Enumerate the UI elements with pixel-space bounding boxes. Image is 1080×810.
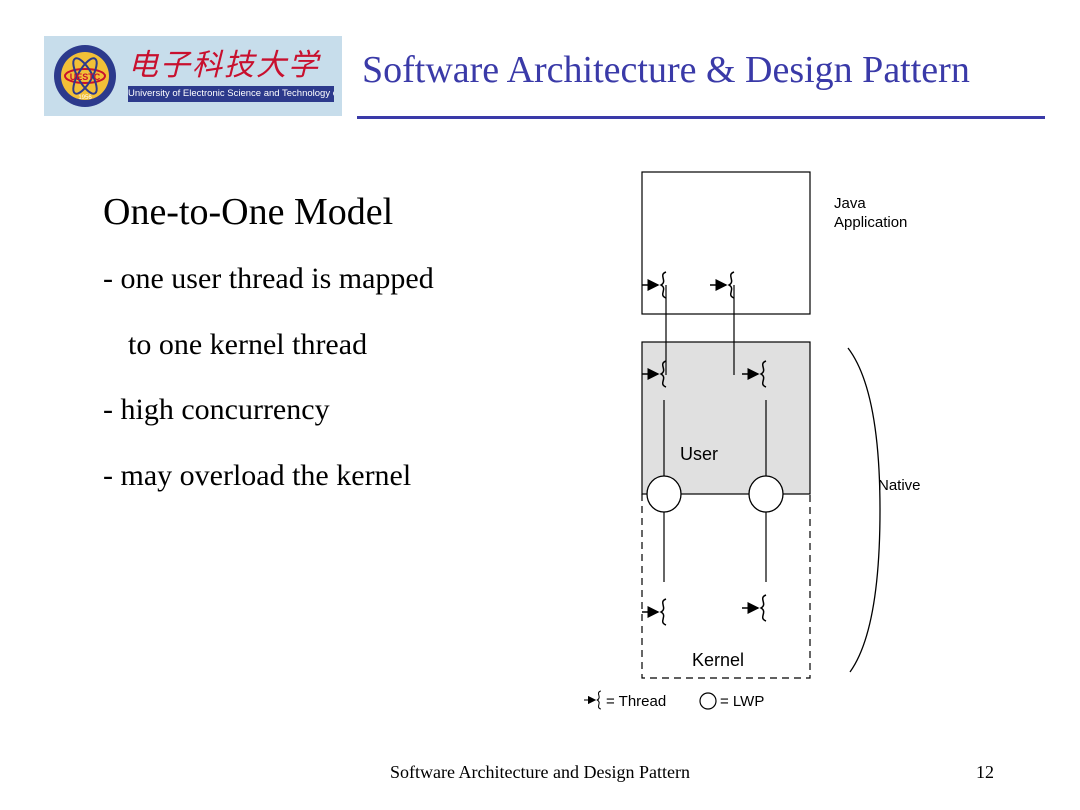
bullet-item-continued: to one kernel thread [128,328,368,361]
slide-heading: One-to-One Model [103,191,394,233]
svg-text:UESTC: UESTC [70,72,101,82]
lwp-circle-icon [646,475,682,513]
legend-lwp-label: = LWP [720,693,764,710]
user-region-box [641,341,811,495]
kernel-thread-icon [642,599,666,625]
java-application-box [641,171,811,315]
kernel-thread-icon [742,595,766,621]
logo-chinese-name: 电子科技大学 [128,48,320,83]
university-emblem-icon: UESTC 1956 [54,45,116,107]
native-label: Native [878,477,921,494]
page-number: 12 [976,762,994,782]
logo-english-name: University of Electronic Science and Tec… [128,86,334,102]
legend-lwp-icon [699,692,717,710]
bullet-item: - one user thread is mapped [103,262,434,295]
svg-text:1956: 1956 [78,95,92,101]
one-to-one-model-diagram: Java Application User Kernel Native = Th… [570,171,921,710]
footer-text: Software Architecture and Design Pattern [390,762,690,782]
university-logo: UESTC 1956 电子科技大学 University of Electron… [44,36,342,116]
bullet-item: - high concurrency [103,393,330,426]
kernel-region-box [641,494,811,679]
legend-thread-icon [584,691,601,709]
application-label: Application [834,214,907,231]
header-title: Software Architecture & Design Pattern [362,49,970,91]
header-divider [357,116,1045,119]
lwp-circle-icon [748,475,784,513]
kernel-label: Kernel [692,650,744,670]
java-label: Java [834,195,866,212]
legend-thread-label: = Thread [606,693,666,710]
user-label: User [680,444,718,464]
bullet-item: - may overload the kernel [103,459,412,492]
native-brace [847,347,881,673]
